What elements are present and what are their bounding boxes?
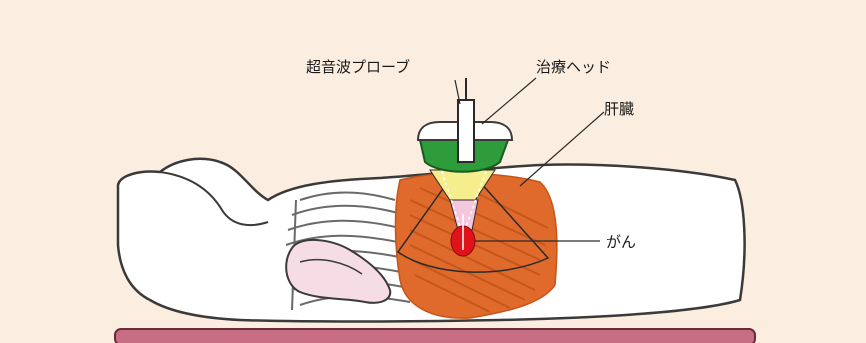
label-treatment-head: 治療ヘッド [536, 58, 611, 76]
ultrasound-probe [458, 100, 474, 162]
label-ultrasound-probe: 超音波プローブ [306, 58, 410, 76]
label-cancer: がん [606, 233, 636, 251]
treatment-table [115, 329, 755, 343]
label-liver: 肝臓 [604, 100, 634, 118]
